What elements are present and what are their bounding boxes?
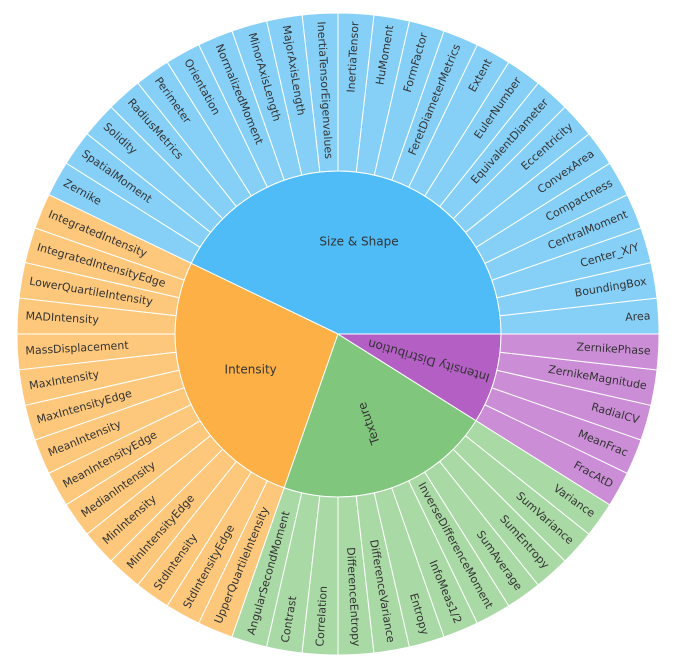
leaf-label-area: Area bbox=[625, 309, 651, 323]
category-label-size-shape: Size & Shape bbox=[319, 234, 398, 248]
leaf-label-zernikephase: ZernikePhase bbox=[576, 340, 651, 357]
leaf-wedge-zernikephase[interactable] bbox=[499, 333, 660, 371]
leaf-label-madintensity: MADIntensity bbox=[25, 309, 99, 326]
leaf-label-correlation: Correlation bbox=[313, 586, 329, 647]
leaf-label-massdisplacement: MassDisplacement bbox=[25, 339, 130, 358]
leaf-label-differenceentropy: DifferenceEntropy bbox=[344, 547, 363, 648]
leaf-label-inertiatensor: InertiaTensor bbox=[345, 21, 362, 93]
category-label-intensity: Intensity bbox=[225, 363, 277, 377]
inner-ring bbox=[174, 170, 502, 498]
outer-ring bbox=[16, 12, 660, 656]
